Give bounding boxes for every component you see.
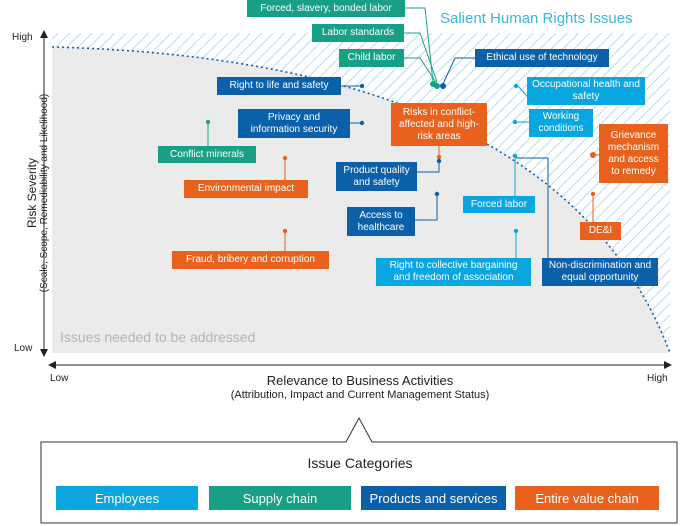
issue-ethical-tech: Ethical use of technology [475,49,609,67]
dot-collective [513,228,519,234]
dot-working [512,119,518,125]
dot-product-quality [436,158,442,164]
dot-access-healthcare [434,191,440,197]
issue-privacy: Privacy and information security [238,109,350,138]
leader-forced-slavery [405,7,434,83]
dot-grievance [590,152,596,158]
leader-child-labor [403,57,438,85]
issue-labor-standards: Labor standards [312,24,404,42]
category-employees: Employees [56,486,198,510]
category-products-services: Products and services [361,486,506,510]
issue-dei: DE&I [580,222,621,240]
leader-labor-standards [404,32,438,83]
issue-product-quality: Product quality and safety [336,162,417,191]
issue-grievance: Grievance mechanism and access to remedy [599,124,668,183]
dot-environmental [282,155,288,161]
dot-privacy [359,120,365,126]
x-axis-high-label: High [647,373,668,384]
dot-dei [590,191,596,197]
dot-occupational [513,83,519,89]
leader-access-healthcare [415,194,438,221]
issue-access-healthcare: Access to healthcare [347,207,415,236]
issue-occupational-health: Occupational health and safety [527,77,645,105]
x-axis-arrow-right [664,361,672,369]
issue-forced-labor: Forced labor [463,196,535,213]
y-axis-title-main: Risk Severity [25,158,39,229]
issue-working-conditions: Working conditions [529,109,593,137]
y-axis-low-label: Low [14,343,33,354]
dot-ethical-tech [440,83,446,89]
issue-conflict-minerals: Conflict minerals [158,146,256,163]
diagram-title: Salient Human Rights Issues [440,10,633,27]
leader-product-quality [417,160,440,173]
issue-right-to-life: Right to life and safety [217,77,341,95]
x-axis-low-label: Low [50,373,69,384]
x-axis-arrow-left [48,361,56,369]
y-axis-title-sub: (Scale, Scope, Remediability and Likelih… [39,93,50,293]
issue-forced-slavery: Forced, slavery, bonded labor [247,0,405,17]
legend-title: Issue Categories [307,455,413,471]
dot-conflict-minerals [205,119,211,125]
dot-fraud [282,228,288,234]
issue-environmental: Environmental impact [184,180,308,198]
dot-right-to-life [359,83,365,89]
leader-occupational [517,85,528,97]
category-supply-chain: Supply chain [209,486,351,510]
dot-labor-child [434,83,440,89]
issue-collective-bargaining: Right to collective bargaining and freed… [376,258,531,286]
issue-child-labor: Child labor [339,49,404,67]
issue-risks-conflict: Risks in conflict-affected and high-risk… [391,103,487,146]
y-axis-high-label: High [12,32,33,43]
y-axis-arrow-up [40,30,48,38]
issue-non-discrimination: Non-discrimination and equal opportunity [542,258,658,286]
leader-non-discrimination [516,157,549,260]
y-axis-arrow-down [40,349,48,357]
y-axis-title: Risk Severity (Scale, Scope, Remediabili… [25,93,55,293]
x-axis-subtitle: (Attribution, Impact and Current Managem… [230,389,490,401]
category-entire-value-chain: Entire value chain [515,486,659,510]
leader-ethical-tech [442,57,475,85]
region-label: Issues needed to be addressed [60,329,256,345]
issue-fraud: Fraud, bribery and corruption [172,251,329,269]
x-axis-title: Relevance to Business Activities [266,373,454,388]
dot-risks-conflict [436,154,442,160]
dot-forced-labor [512,153,518,159]
